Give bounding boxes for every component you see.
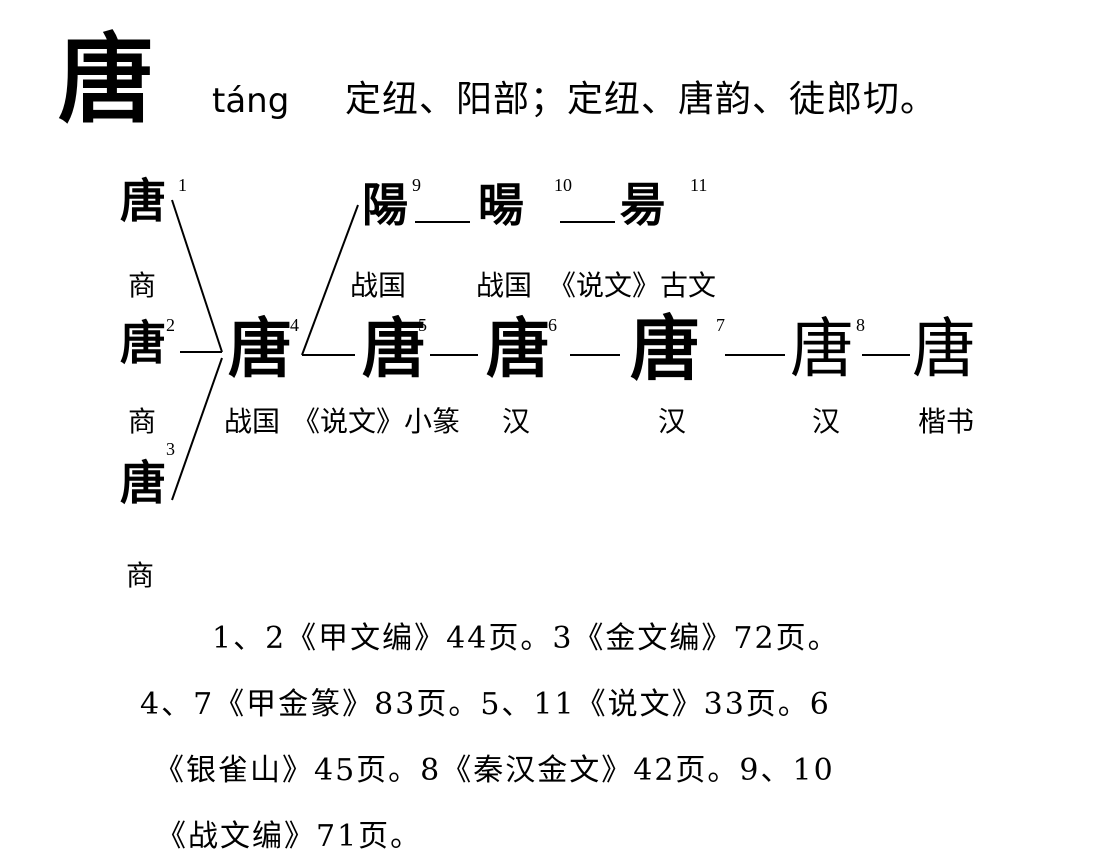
form-number-5: 5 (418, 315, 427, 335)
caption-form-9: 战国 (350, 269, 407, 302)
connector-1-4 (171, 199, 223, 353)
glyph-kaishu: 唐 (912, 313, 976, 387)
caption-form-1: 商 (128, 269, 157, 302)
caption-form-4: 战国 (224, 405, 281, 438)
caption-kaishu: 楷书 (918, 405, 975, 438)
source-note-line-3: 《银雀山》45页。8《秦汉金文》42页。9、10 (154, 753, 835, 788)
caption-form-7: 汉 (658, 405, 687, 438)
caption-form-5: 《说文》小篆 (292, 405, 461, 438)
caption-form-2: 商 (128, 405, 157, 438)
glyph-form-5: 唐 (362, 312, 426, 387)
form-number-11: 11 (690, 175, 708, 195)
glyph-form-8: 唐 (790, 313, 854, 387)
source-note-line-1: 1、2《甲文编》44页。3《金文编》72页。 (212, 621, 840, 656)
headword: 唐 (58, 23, 154, 136)
form-number-8: 8 (856, 315, 865, 335)
form-number-3: 3 (166, 439, 175, 459)
caption-form-10: 战国 (476, 269, 533, 302)
source-note-line-2: 4、7《甲金篆》83页。5、11《说文》33页。6 (140, 687, 831, 722)
form-number-4: 4 (290, 315, 299, 335)
form-number-6: 6 (548, 315, 557, 335)
form-number-2: 2 (166, 315, 175, 335)
phonological-readings: 定纽、阳部；定纽、唐韵、徒郎切。 (345, 79, 938, 120)
glyph-form-6: 唐 (486, 312, 550, 387)
caption-form-8: 汉 (812, 405, 841, 438)
glyph-form-1: 唐 (120, 174, 166, 228)
source-note-line-4: 《战文编》71页。 (156, 819, 423, 854)
connector-3-4 (171, 357, 223, 501)
glyph-form-7: 唐 (630, 307, 700, 390)
glyph-form-2: 唐 (120, 316, 166, 370)
glyph-form-10: 暘 (478, 178, 524, 232)
caption-form-6: 汉 (502, 405, 531, 438)
caption-form-11: 《说文》古文 (548, 269, 717, 302)
pinyin: táng (212, 81, 290, 121)
glyph-form-3: 唐 (120, 456, 166, 510)
glyph-form-4: 唐 (228, 312, 292, 387)
glyph-form-9: 陽 (362, 178, 408, 232)
form-number-9: 9 (412, 175, 421, 195)
form-number-1: 1 (178, 175, 187, 195)
form-number-10: 10 (554, 175, 572, 195)
form-number-7: 7 (716, 315, 725, 335)
caption-form-3: 商 (126, 559, 155, 592)
connector-4-9 (301, 204, 359, 356)
glyph-form-11: 昜 (620, 178, 666, 232)
